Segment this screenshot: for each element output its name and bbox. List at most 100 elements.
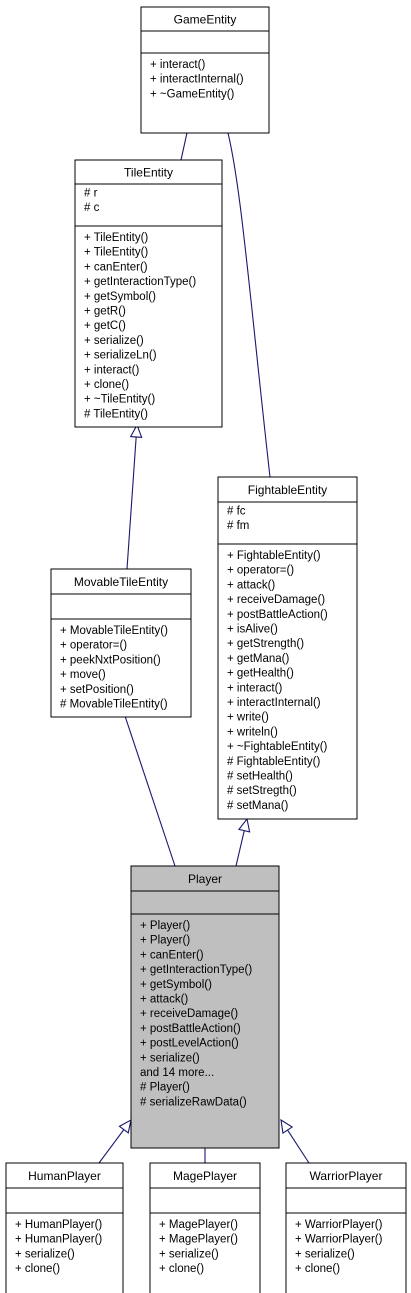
method-item: # FightableEntity() <box>227 756 320 768</box>
method-item: # setMana() <box>227 800 289 812</box>
method-item: # Player() <box>140 1082 190 1094</box>
class-box-frame <box>5 1162 124 1293</box>
inheritance-arrowhead <box>129 423 143 438</box>
method-item: + postLevelAction() <box>140 1038 239 1050</box>
method-item: + interactInternal() <box>150 74 244 86</box>
method-item: # setStregth() <box>227 785 297 797</box>
method-item: + setPosition() <box>60 684 134 696</box>
method-item: + MagePlayer() <box>159 1234 238 1246</box>
class-box-game-entity[interactable]: GameEntity + interact() + interactInternal… <box>140 6 270 134</box>
method-item: and 14 more... <box>140 1067 214 1079</box>
method-item: + WarriorPlayer() <box>295 1234 383 1246</box>
class-box-frame <box>217 476 358 820</box>
class-box-fightable-entity[interactable]: FightableEntity# fc # fm + FightableEntity… <box>217 476 358 820</box>
class-box-human-player[interactable]: HumanPlayer + HumanPlayer() + HumanPlayer(… <box>5 1162 124 1293</box>
method-item: # TileEntity() <box>84 408 148 420</box>
method-item: + Player() <box>140 920 190 932</box>
method-item: + HumanPlayer() <box>15 1219 102 1231</box>
method-item: + serialize() <box>295 1248 355 1260</box>
method-item: + ~GameEntity() <box>150 88 235 100</box>
inheritance-arrowhead <box>280 1118 294 1134</box>
edge-line <box>235 830 245 867</box>
method-item: + canEnter() <box>140 949 204 961</box>
class-box-player[interactable]: Player + Player() + Player() + canEnter() + … <box>130 865 280 1149</box>
method-item: + peekNxtPosition() <box>60 654 161 666</box>
method-item: + writeln() <box>227 726 278 738</box>
method-item: + TileEntity() <box>84 247 148 259</box>
inheritance-edge-player-to-movable-tile-entity <box>114 690 176 867</box>
method-item: + write() <box>227 712 269 724</box>
method-item: + getSymbol() <box>140 979 212 991</box>
class-box-frame <box>149 1162 261 1293</box>
method-item: + serializeLn() <box>84 350 157 362</box>
method-item: + getMana() <box>227 653 289 665</box>
class-name: WarriorPlayer <box>310 1169 383 1183</box>
edge-line <box>126 436 137 570</box>
class-box-frame <box>74 159 223 428</box>
method-item: + FightableEntity() <box>227 550 321 562</box>
method-item: + receiveDamage() <box>227 594 325 606</box>
method-item: + ~FightableEntity() <box>227 741 328 753</box>
method-item: + MagePlayer() <box>159 1219 238 1231</box>
method-item: + getC() <box>84 320 126 332</box>
attribute-item: # c <box>84 202 100 214</box>
attribute-item: # fc <box>227 506 246 518</box>
class-name: HumanPlayer <box>28 1169 101 1183</box>
method-item: + getHealth() <box>227 668 294 680</box>
class-box-tile-entity[interactable]: TileEntity # r # c + TileEntity() + TileEnti… <box>74 159 223 428</box>
method-item: + clone() <box>84 379 129 391</box>
inheritance-edge-fightable-entity-to-game-entity <box>222 108 271 478</box>
method-item: + move() <box>60 669 106 681</box>
edge-line <box>287 1129 310 1164</box>
method-item: + MovableTileEntity() <box>60 625 168 637</box>
class-box-frame <box>140 6 270 134</box>
method-item: + getSymbol() <box>84 291 156 303</box>
inheritance-edge-player-to-fightable-entity <box>235 817 251 867</box>
class-box-warrior-player[interactable]: WarriorPlayer + WarriorPlayer() + WarriorP… <box>285 1162 407 1293</box>
method-item: + clone() <box>159 1263 204 1275</box>
class-box-frame <box>285 1162 407 1293</box>
class-name: MovableTileEntity <box>74 575 168 589</box>
inheritance-edge-warrior-player-to-player <box>280 1118 310 1164</box>
method-item: + postBattleAction() <box>140 1023 241 1035</box>
method-item: + postBattleAction() <box>227 609 328 621</box>
method-item: + getR() <box>84 306 126 318</box>
class-name: FightableEntity <box>248 483 327 497</box>
inheritance-edge-human-player-to-player <box>98 1118 132 1164</box>
method-item: + interact() <box>84 364 139 376</box>
method-item: + Player() <box>140 935 190 947</box>
method-item: + getInteractionType() <box>84 276 196 288</box>
method-item: + serialize() <box>159 1248 219 1260</box>
class-name: Player <box>188 872 222 886</box>
class-name: GameEntity <box>174 13 237 27</box>
method-item: + WarriorPlayer() <box>295 1219 383 1231</box>
class-boxes: GameEntity + interact() + interactInternal… <box>5 6 407 1293</box>
class-name: MagePlayer <box>173 1169 237 1183</box>
method-item: + TileEntity() <box>84 232 148 244</box>
class-name: TileEntity <box>124 166 173 180</box>
method-item: + interactInternal() <box>227 697 321 709</box>
method-item: + attack() <box>227 579 275 591</box>
inheritance-edge-movable-tile-entity-to-tile-entity <box>126 423 143 570</box>
method-item: + interact() <box>227 682 282 694</box>
method-item: + clone() <box>15 1263 60 1275</box>
method-item: + ~TileEntity() <box>84 394 155 406</box>
method-item: + HumanPlayer() <box>15 1234 102 1246</box>
attribute-item: # r <box>84 188 98 200</box>
method-item: + operator=() <box>60 640 127 652</box>
class-box-mage-player[interactable]: MagePlayer + MagePlayer() + MagePlayer() + … <box>149 1162 261 1293</box>
method-item: + receiveDamage() <box>140 1008 238 1020</box>
method-item: + serialize() <box>140 1052 200 1064</box>
method-item: + attack() <box>140 994 188 1006</box>
edge-line <box>98 1129 125 1164</box>
method-item: + serialize() <box>84 335 144 347</box>
method-item: + getStrength() <box>227 638 304 650</box>
method-item: + canEnter() <box>84 261 148 273</box>
edge-line <box>120 703 176 867</box>
method-item: # serializeRawData() <box>140 1096 247 1108</box>
method-item: + interact() <box>150 59 205 71</box>
class-box-frame <box>130 865 280 1149</box>
class-box-movable-tile-entity[interactable]: MovableTileEntity + MovableTileEntity() + … <box>50 568 192 718</box>
attribute-item: # fm <box>227 520 249 532</box>
